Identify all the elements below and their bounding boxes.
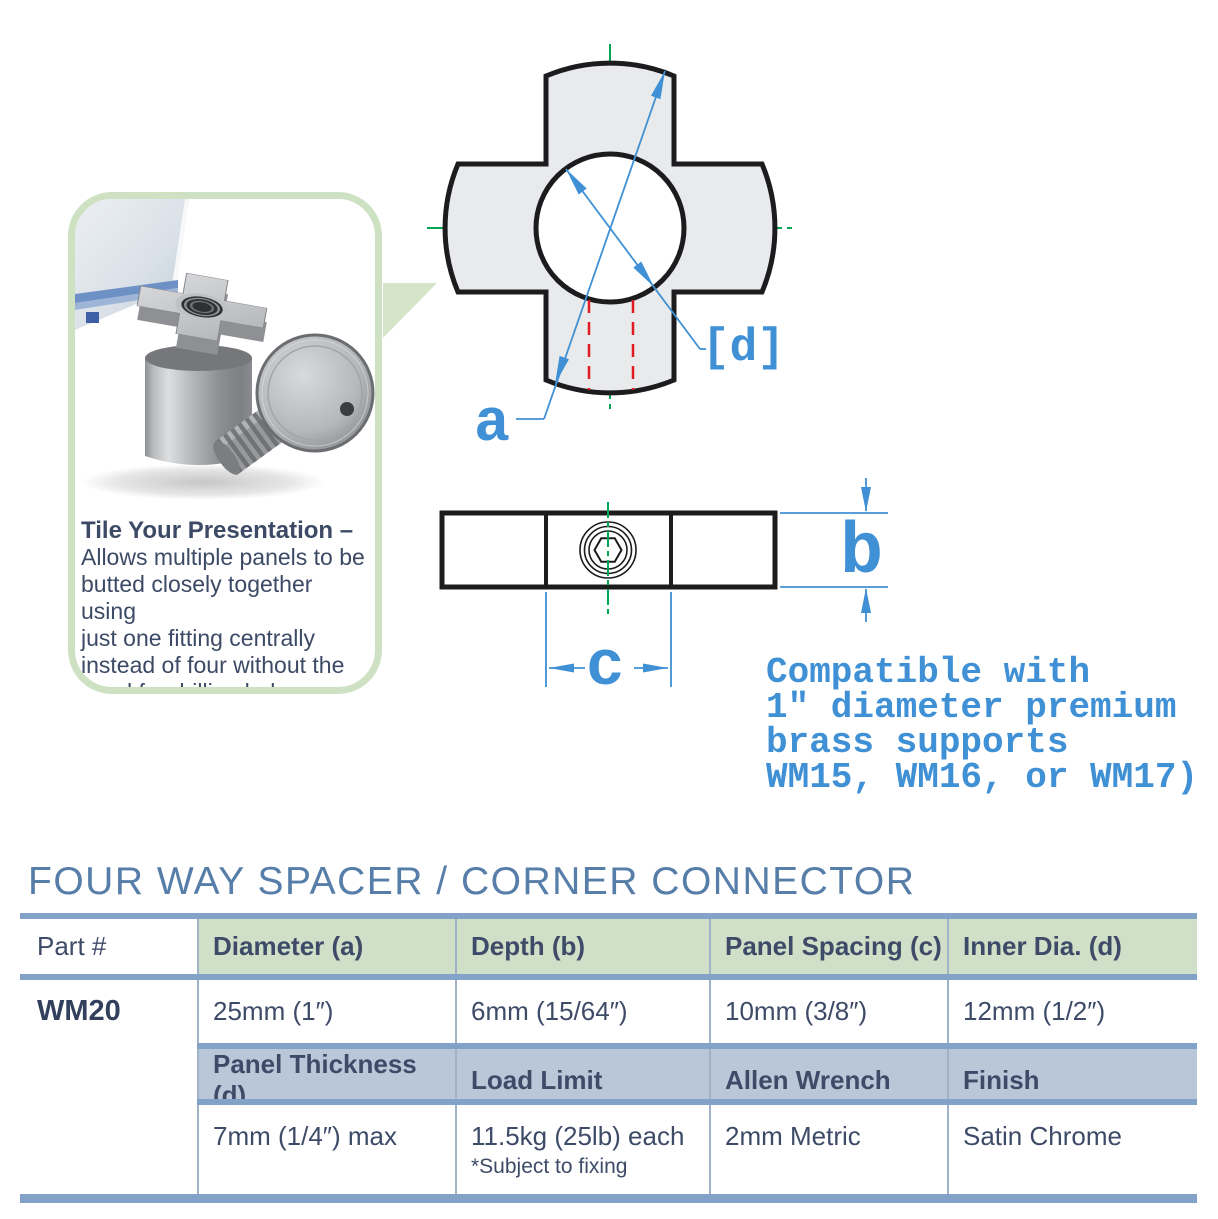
part-number-cell: WM20 [20,980,197,1043]
table-partial-bar [20,1043,1197,1049]
dimension-a [516,70,666,420]
label-b: b [840,512,883,594]
part-label-cell: Part # [20,919,197,974]
callout-line: need for drilling holes. [81,679,307,694]
note-line: brass supports [766,722,1069,763]
detail-header-row: Panel Thickness (d) Load Limit Allen Wre… [20,1049,1197,1111]
callout-bubble: Tile Your Presentation – Allows multiple… [68,192,382,694]
spec-value-row: WM20 25mm (1″) 6mm (15/64″) 10mm (3/8″) … [20,980,1197,1043]
cap-disc [255,333,375,453]
dimension-c [545,592,672,687]
label-a: a [474,391,510,456]
value-diameter: 25mm (1″) [197,980,455,1043]
header-panel-spacing: Panel Spacing (c) [709,919,947,974]
detail-value-row: 7mm (1/4″) max 11.5kg (25lb) each *Subje… [20,1105,1197,1194]
note-line: Compatible with [766,652,1091,693]
load-limit-value: 11.5kg (25lb) each [471,1121,685,1151]
label-c: c [586,632,624,704]
empty-cell [20,1105,197,1194]
page-title: FOUR WAY SPACER / CORNER CONNECTOR [28,860,916,903]
dimension-b [780,478,888,622]
value-depth: 6mm (15/64″) [455,980,709,1043]
cross-cap [136,272,268,355]
spec-table: Part # Diameter (a) Depth (b) Panel Spac… [20,913,1197,1203]
spec-header-row: Part # Diameter (a) Depth (b) Panel Spac… [20,919,1197,974]
callout-line: butted closely together using [81,571,313,624]
table-partial-bar [20,1099,1197,1105]
value-finish: Satin Chrome [947,1105,1197,1194]
value-allen-wrench: 2mm Metric [709,1105,947,1194]
value-panel-spacing: 10mm (3/8″) [709,980,947,1043]
value-load-limit: 11.5kg (25lb) each *Subject to fixing [455,1105,709,1194]
table-bottom-bar [20,1194,1197,1203]
callout-text: Tile Your Presentation – Allows multiple… [81,517,369,694]
dimension-d [565,168,706,350]
note-line: 1″ diameter premium [766,687,1177,728]
table-top-bar [20,913,1197,919]
product-photo [75,199,375,500]
callout-line: instead of four without the [81,652,345,678]
value-panel-thickness: 7mm (1/4″) max [197,1105,455,1194]
callout-line: Allows multiple panels to be [81,544,365,570]
header-diameter: Diameter (a) [197,919,455,974]
note-line: WM15, WM16, or WM17) [766,757,1199,798]
header-inner-dia: Inner Dia. (d) [947,919,1197,974]
side-view-drawing: b c [439,478,888,704]
table-divider-bar [20,974,1197,980]
callout-heading: Tile Your Presentation – [81,517,354,544]
callout-line: just one fitting centrally [81,625,315,651]
header-depth: Depth (b) [455,919,709,974]
bubble-pointer [383,283,437,338]
shadow [81,464,325,500]
load-limit-footnote: *Subject to fixing [471,1155,628,1178]
compatibility-note: Compatible with 1″ diameter premium bras… [766,652,1199,798]
panel-graphic [75,199,189,331]
label-d: [d] [702,322,785,374]
value-inner-dia: 12mm (1/2″) [947,980,1197,1043]
top-view-drawing: a [d] [427,44,793,456]
